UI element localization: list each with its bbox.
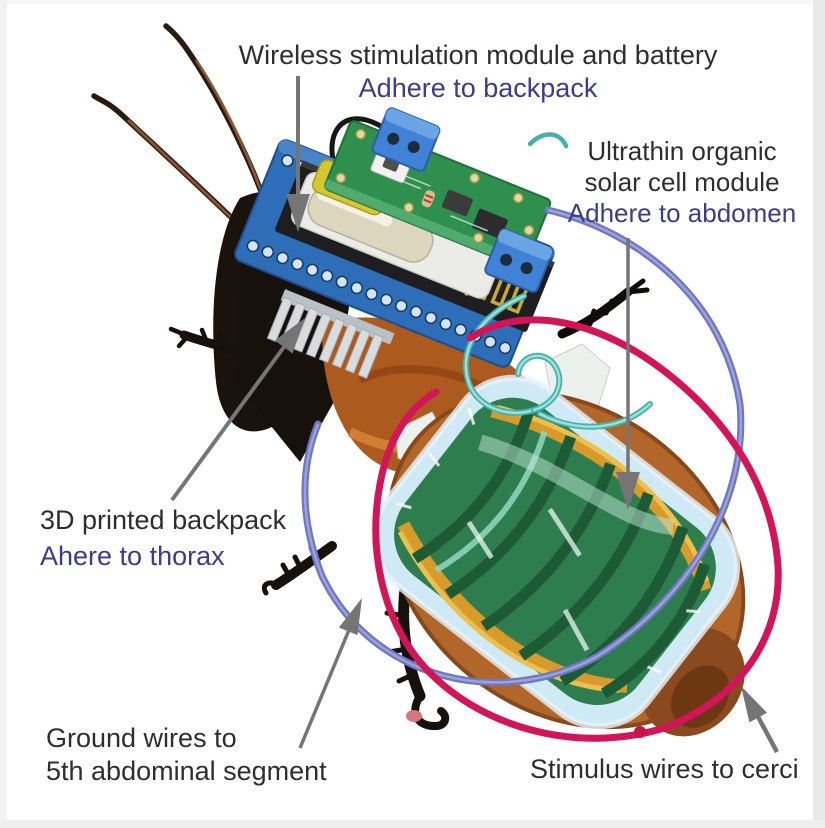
chip-2 — [472, 208, 508, 239]
terminal-block-near — [484, 228, 554, 293]
film-crinkles — [396, 407, 701, 674]
leg-claw-tip — [406, 710, 422, 722]
arrow-to-ground-wire — [338, 598, 362, 636]
stimulus-wire-loop — [372, 316, 782, 742]
arrow-to-backpack-top — [286, 194, 310, 232]
leader-arrows — [170, 76, 779, 754]
image-edge-bottom — [0, 820, 825, 828]
image-edge-top — [0, 0, 825, 4]
front-left-leg — [179, 330, 261, 361]
leader-stimulus — [754, 711, 779, 754]
resistor — [421, 190, 435, 208]
arrow-to-cerci-wire — [741, 686, 767, 723]
label-ground-wires-line1: Ground wires to — [46, 723, 237, 753]
label-ground-wires: Ground wires to 5th abdominal segment — [46, 722, 327, 788]
image-edge-right — [813, 0, 825, 828]
label-wireless-module: Wireless stimulation module and battery … — [176, 39, 780, 105]
signal-wires — [462, 132, 653, 430]
label-solar-module-line1: Ultrathin organic — [587, 136, 777, 166]
label-backpack-line2: Ahere to thorax — [40, 541, 225, 571]
leader-backpack — [170, 345, 286, 502]
terminal-block-far — [371, 107, 441, 172]
arrow-to-solar-cell — [616, 472, 640, 510]
leader-ground — [298, 629, 351, 749]
label-wireless-module-line1: Wireless stimulation module and battery — [238, 40, 718, 70]
cercus-wire-contact — [634, 726, 646, 738]
label-solar-module-line2: solar cell module — [584, 167, 780, 197]
label-backpack: 3D printed backpack Ahere to thorax — [40, 502, 286, 574]
label-wireless-module-line2: Adhere to backpack — [358, 73, 598, 103]
stimulation-module — [234, 107, 555, 379]
image-edge-left — [0, 0, 7, 828]
label-ground-wires-line2: 5th abdominal segment — [46, 756, 327, 786]
label-solar-module: Ultrathin organic solar cell module Adhe… — [532, 136, 825, 229]
label-solar-module-line3: Adhere to abdomen — [567, 198, 797, 228]
arrow-to-thorax-backpack — [274, 318, 305, 354]
label-backpack-line1: 3D printed backpack — [40, 505, 287, 535]
label-stimulus-wires-line1: Stimulus wires to cerci — [530, 754, 799, 784]
front-right-leg — [557, 278, 650, 339]
abdomen — [371, 374, 746, 737]
label-stimulus-wires: Stimulus wires to cerci — [530, 753, 799, 786]
chip-1 — [441, 189, 473, 217]
